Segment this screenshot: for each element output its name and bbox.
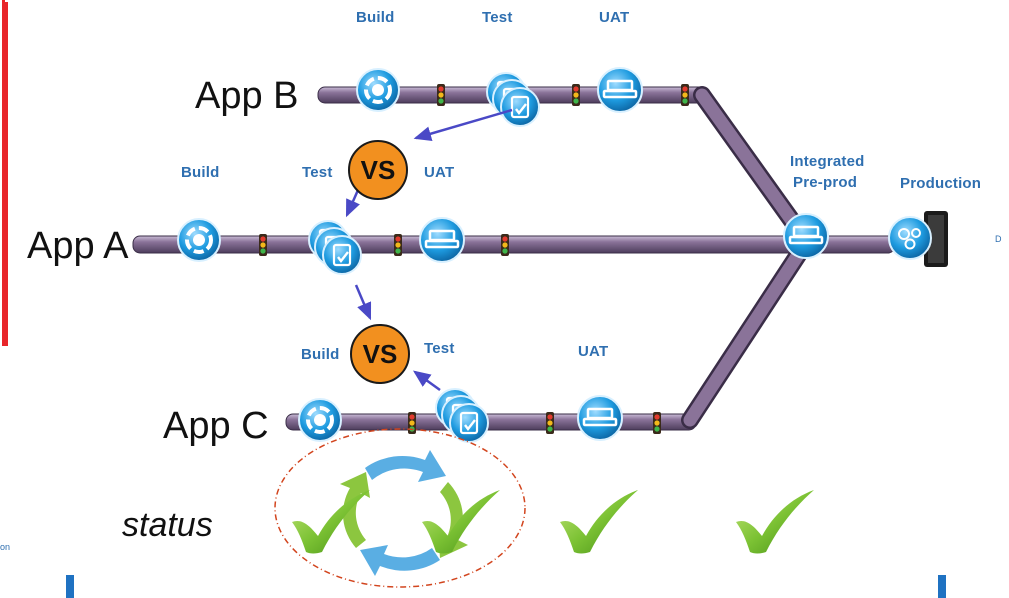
production-icon — [888, 210, 949, 268]
app-a-uat-icon — [418, 216, 466, 264]
app-b-uat-label: UAT — [599, 9, 630, 26]
app-c-test-icon — [436, 389, 488, 442]
app-c-uat-label: UAT — [578, 343, 609, 360]
integrated-label-line2: Pre-prod — [793, 174, 858, 191]
app-b-build-icon — [355, 67, 401, 113]
app-c-traffic-light-2 — [546, 412, 554, 434]
app-c-uat-icon — [576, 394, 624, 442]
app-a-traffic-light-2 — [394, 234, 402, 256]
status-check-3-icon — [560, 490, 638, 554]
app-a-test-icon — [309, 221, 361, 274]
app-b-label: App B — [195, 75, 299, 117]
app-a-traffic-light-3 — [501, 234, 509, 256]
arrow-test-a-to-vs — [354, 284, 372, 321]
right-edge-text: D — [995, 234, 1002, 244]
production-label: Production — [900, 175, 982, 192]
app-b-test-label: Test — [482, 9, 513, 26]
bottom-right-tick — [938, 575, 946, 598]
arrow-test-b-to-vs — [413, 108, 513, 141]
integrated-preprod-icon — [782, 212, 830, 260]
app-b-test-icon — [487, 73, 539, 126]
highlight-ellipse — [274, 428, 526, 588]
app-b-uat-icon — [596, 66, 644, 114]
left-edge-text: on — [0, 542, 11, 552]
app-a-uat-label: UAT — [424, 164, 455, 181]
app-b-traffic-light-2 — [572, 84, 580, 106]
vs-badge-top: VS — [348, 140, 408, 200]
arrow-test-c-to-vs — [412, 370, 441, 392]
app-c-build-label: Build — [301, 346, 340, 363]
app-a-build-label: Build — [181, 164, 220, 181]
status-check-4-icon — [736, 490, 814, 554]
cycle-arrows-icon — [340, 450, 468, 576]
app-a-build-icon — [176, 217, 222, 263]
app-a-traffic-light-1 — [259, 234, 267, 256]
app-c-traffic-light-3 — [653, 412, 661, 434]
app-c-label: App C — [163, 405, 269, 447]
app-c-test-label: Test — [424, 340, 455, 357]
app-b-traffic-light-3 — [681, 84, 689, 106]
app-a-test-label: Test — [302, 164, 333, 181]
status-label: status — [122, 506, 213, 544]
app-b-traffic-light-1 — [437, 84, 445, 106]
app-b-build-label: Build — [356, 9, 395, 26]
app-c-build-icon — [297, 397, 343, 443]
vs-badge-bottom: VS — [350, 324, 410, 384]
integrated-label-line1: Integrated — [790, 153, 865, 170]
app-a-label: App A — [27, 225, 129, 267]
app-c-traffic-light-1 — [408, 412, 416, 434]
bottom-left-tick — [66, 575, 74, 598]
pipe-app-a — [132, 235, 896, 254]
arrow-vs-to-test-a — [345, 189, 360, 218]
